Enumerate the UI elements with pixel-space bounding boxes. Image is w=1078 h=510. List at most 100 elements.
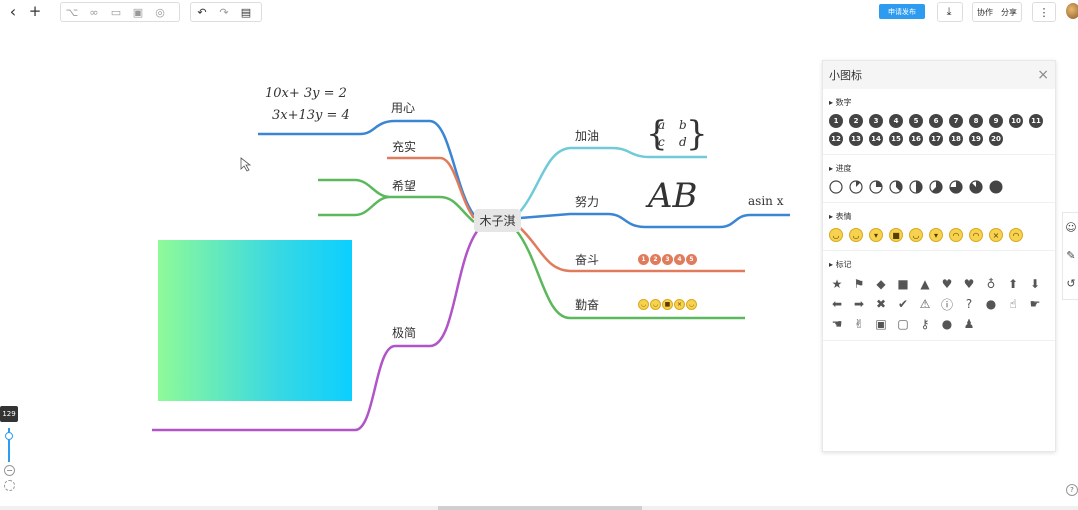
square-icon[interactable]: ■ [897, 277, 909, 291]
hand-right-icon[interactable]: ☛ [1029, 297, 1041, 311]
number-1-icon[interactable]: 1 [829, 114, 843, 128]
unlock-icon[interactable]: ▢ [897, 317, 909, 331]
publish-button[interactable]: 申请发布 [879, 4, 925, 19]
number-2-icon[interactable]: 2 [849, 114, 863, 128]
icon-num-1[interactable]: 1 [638, 254, 649, 265]
add-button[interactable]: + [28, 2, 42, 20]
structure-icon[interactable]: ⌥ [65, 5, 79, 19]
edit-icon[interactable]: ✎ [1066, 248, 1076, 262]
zoom-out-icon[interactable]: − [4, 465, 15, 476]
number-18-icon[interactable]: 18 [949, 132, 963, 146]
victory-icon[interactable]: ✌ [853, 317, 865, 331]
emoji-icon[interactable]: ☺ [1065, 220, 1077, 234]
number-5-icon[interactable]: 5 [909, 114, 923, 128]
icon-num-5[interactable]: 5 [686, 254, 697, 265]
diamond-icon[interactable]: ◆ [876, 277, 886, 291]
download-icon[interactable]: ⤓ [946, 5, 952, 18]
triangle-icon[interactable]: ▲ [920, 277, 930, 291]
icon-num-3[interactable]: 3 [662, 254, 673, 265]
progress-6-icon[interactable] [949, 180, 963, 194]
user-icon[interactable]: ● [941, 317, 953, 331]
progress-3-icon[interactable] [889, 180, 903, 194]
node-jiayou[interactable]: 加油 [575, 129, 600, 143]
math-ab[interactable]: AB [648, 176, 698, 216]
collab-button[interactable]: 协作 [977, 7, 993, 17]
arrow-up-icon[interactable]: ⬆ [1007, 277, 1019, 291]
palette-icon[interactable]: ◎ [155, 5, 165, 19]
text-icon[interactable]: ▣ [132, 5, 144, 19]
section-faces-title[interactable]: 表情 [829, 211, 1049, 222]
wink-icon[interactable]: ◡ [686, 299, 697, 310]
number-11-icon[interactable]: 11 [1029, 114, 1043, 128]
node-jijian[interactable]: 极简 [392, 326, 417, 340]
key-icon[interactable]: ⚷ [920, 317, 930, 331]
icon-num-2[interactable]: 2 [650, 254, 661, 265]
grin-icon[interactable]: ◡ [909, 228, 923, 242]
dizzy-icon[interactable]: × [989, 228, 1003, 242]
sad-icon[interactable]: ◠ [949, 228, 963, 242]
group-icon[interactable]: ♟ [963, 317, 975, 331]
dizzy-icon[interactable]: × [674, 299, 685, 310]
question-icon[interactable]: ? [965, 297, 973, 311]
mindmap-canvas[interactable]: 木子淇 用心 充实 希望 极简 加油 努力 奋斗 勤奋 10x+ 3y = 2 … [0, 24, 1078, 506]
back-button[interactable]: ‹ [9, 1, 17, 21]
matrix-node[interactable]: { a b c d } [646, 114, 708, 154]
number-8-icon[interactable]: 8 [969, 114, 983, 128]
number-20-icon[interactable]: 20 [989, 132, 1003, 146]
math-asin[interactable]: asin x [748, 194, 784, 208]
arrow-right-icon[interactable]: ➡ [853, 297, 865, 311]
progress-1-icon[interactable] [849, 180, 863, 194]
smile-icon[interactable]: ◡ [638, 299, 649, 310]
broken-heart-icon[interactable]: ♥ [963, 277, 975, 291]
node-chongshi[interactable]: 充实 [392, 140, 417, 154]
number-19-icon[interactable]: 19 [969, 132, 983, 146]
node-nuli[interactable]: 努力 [575, 195, 600, 209]
happy-icon[interactable]: ◡ [849, 228, 863, 242]
zoom-slider[interactable] [8, 428, 10, 462]
lock-icon[interactable]: ▣ [875, 317, 887, 331]
thumbs-up-icon[interactable]: ☝ [1009, 297, 1017, 311]
save-icon[interactable]: ▤ [240, 5, 252, 19]
flag-icon[interactable]: ⚑ [853, 277, 865, 291]
node-qinfen[interactable]: 勤奋 [575, 298, 600, 312]
progress-0-icon[interactable] [829, 180, 843, 194]
comment-icon[interactable]: ● [985, 297, 997, 311]
star-icon[interactable]: ★ [831, 277, 843, 291]
number-6-icon[interactable]: 6 [929, 114, 943, 128]
image-icon[interactable]: ▭ [110, 5, 122, 19]
undo-icon[interactable]: ↶ [197, 5, 207, 19]
big-grin-icon[interactable]: ▾ [929, 228, 943, 242]
number-9-icon[interactable]: 9 [989, 114, 1003, 128]
arrow-down-icon[interactable]: ⬇ [1029, 277, 1041, 291]
smile-icon[interactable]: ◡ [829, 228, 843, 242]
check-circle-icon[interactable]: ✔ [897, 297, 909, 311]
section-numbers-title[interactable]: 数字 [829, 97, 1049, 108]
number-15-icon[interactable]: 15 [889, 132, 903, 146]
more-icon[interactable]: ⋮ [1038, 5, 1050, 19]
icon-num-4[interactable]: 4 [674, 254, 685, 265]
avatar[interactable] [1066, 3, 1078, 19]
scrollbar-thumb[interactable] [438, 506, 642, 510]
progress-8-icon[interactable] [989, 180, 1003, 194]
money-bag-icon[interactable]: ♁ [986, 277, 996, 291]
zoom-slider-handle[interactable] [5, 432, 13, 440]
share-button[interactable]: 分享 [1001, 7, 1017, 17]
laugh-icon[interactable]: ▾ [869, 228, 883, 242]
number-4-icon[interactable]: 4 [889, 114, 903, 128]
number-10-icon[interactable]: 10 [1009, 114, 1023, 128]
section-progress-title[interactable]: 进度 [829, 163, 1049, 174]
cry-icon[interactable]: ◠ [969, 228, 983, 242]
arrow-left-icon[interactable]: ⬅ [831, 297, 843, 311]
progress-5-icon[interactable] [929, 180, 943, 194]
number-12-icon[interactable]: 12 [829, 132, 843, 146]
hand-left-icon[interactable]: ☚ [831, 317, 843, 331]
progress-4-icon[interactable] [909, 180, 923, 194]
node-xiwang[interactable]: 希望 [392, 179, 417, 193]
close-icon[interactable]: × [1037, 67, 1049, 83]
help-icon[interactable]: ? [1066, 484, 1078, 496]
warning-icon[interactable]: ⚠ [919, 297, 931, 311]
root-node[interactable]: 木子淇 [474, 209, 521, 232]
angry-icon[interactable]: ◠ [1009, 228, 1023, 242]
grin-icon[interactable]: ◡ [650, 299, 661, 310]
number-14-icon[interactable]: 14 [869, 132, 883, 146]
